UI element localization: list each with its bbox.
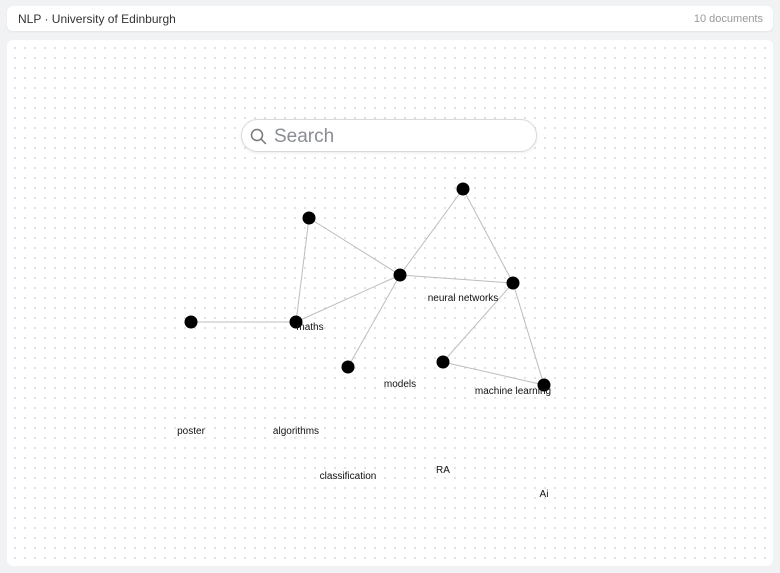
search-bar[interactable] bbox=[241, 119, 537, 152]
graph-node[interactable] bbox=[289, 315, 303, 329]
node-label[interactable]: poster bbox=[177, 426, 205, 437]
node-label[interactable]: RA bbox=[436, 465, 450, 476]
graph-edge bbox=[442, 361, 545, 386]
graph-node[interactable] bbox=[184, 315, 198, 329]
graph-node[interactable] bbox=[341, 360, 355, 374]
graph-node[interactable] bbox=[302, 211, 316, 225]
graph-edge bbox=[399, 188, 464, 276]
graph-edge bbox=[442, 282, 514, 363]
search-input[interactable] bbox=[272, 124, 526, 150]
graph-node[interactable] bbox=[393, 268, 407, 282]
node-label[interactable]: algorithms bbox=[272, 426, 320, 437]
collection-title: NLP · University of Edinburgh bbox=[18, 12, 176, 26]
graph-edge bbox=[347, 274, 401, 368]
graph-canvas[interactable] bbox=[7, 40, 773, 566]
header-bar: NLP · University of Edinburgh 10 documen… bbox=[7, 6, 773, 31]
graph-edge bbox=[512, 282, 545, 386]
graph-edge bbox=[295, 274, 401, 323]
node-label[interactable]: maths bbox=[296, 322, 324, 333]
node-label[interactable]: Ai bbox=[539, 489, 549, 500]
document-count: 10 documents bbox=[693, 13, 763, 25]
graph-edge bbox=[295, 217, 310, 323]
node-label[interactable]: machine learning bbox=[474, 386, 552, 397]
graph-edge bbox=[462, 188, 514, 284]
graph-node[interactable] bbox=[506, 276, 520, 290]
node-label[interactable]: models bbox=[383, 379, 417, 390]
graph-node[interactable] bbox=[456, 182, 470, 196]
graph-node[interactable] bbox=[537, 378, 551, 392]
search-icon bbox=[250, 128, 267, 145]
node-label[interactable]: classification bbox=[319, 471, 377, 482]
graph-edge bbox=[399, 274, 514, 284]
graph-node[interactable] bbox=[436, 355, 450, 369]
graph-edge bbox=[308, 217, 401, 276]
node-label[interactable]: neural networks bbox=[427, 293, 499, 304]
